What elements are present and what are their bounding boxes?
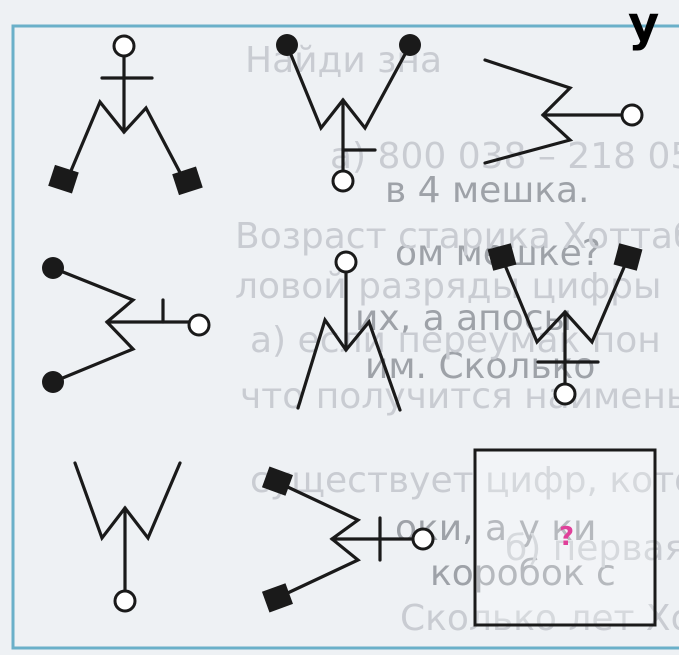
bg-line: Возраст старика Хоттабыч — [235, 216, 679, 257]
bg-line: в 4 мешка. — [385, 170, 590, 211]
figure-r3c1 — [75, 463, 180, 611]
figure-r2c1 — [42, 257, 209, 393]
question-mark: ? — [559, 522, 574, 552]
figure-r1c1 — [48, 36, 203, 195]
answer-box[interactable]: ? — [475, 450, 655, 625]
corner-letter: у — [628, 0, 659, 52]
